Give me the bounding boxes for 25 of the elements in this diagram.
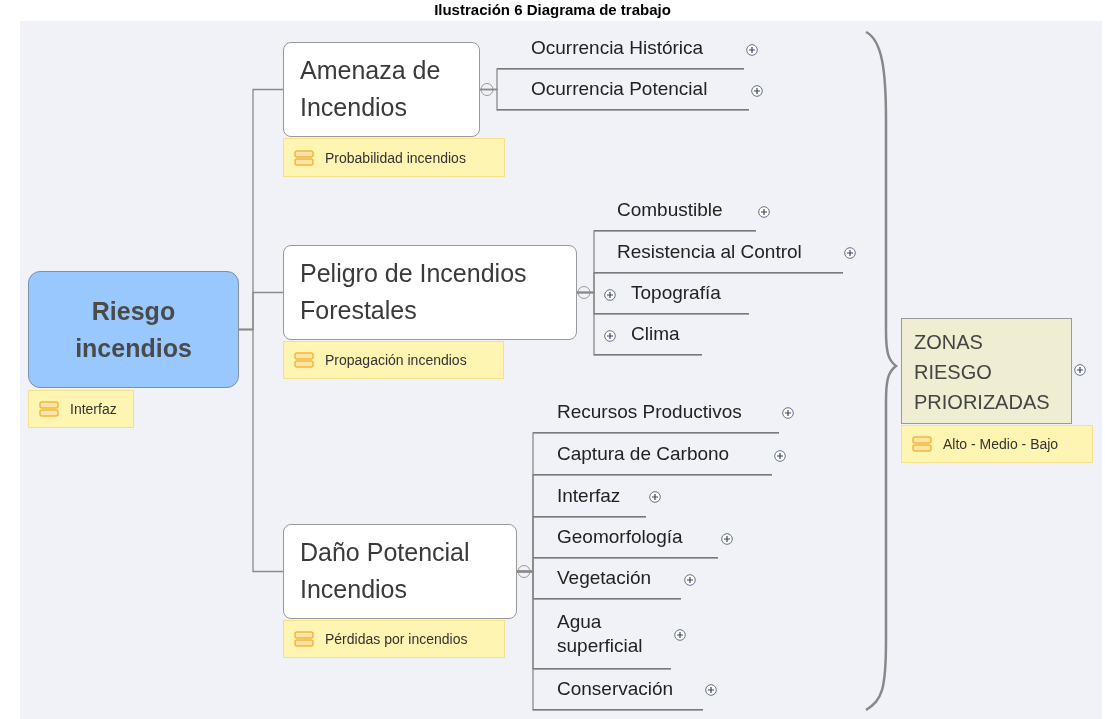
- note-text: Probabilidad incendios: [325, 149, 466, 166]
- subtopic-label: Geomorfología: [533, 517, 718, 558]
- topic-box: Amenaza de Incendios: [283, 42, 480, 137]
- subtopic-label: Ocurrencia Potencial: [497, 69, 749, 110]
- topic-box: Peligro de Incendios Forestales: [283, 245, 577, 340]
- connector-line: [576, 291, 703, 356]
- subtopic-label: Interfaz: [533, 475, 646, 517]
- subtopic-label: Agua superficial: [533, 599, 671, 669]
- connector-line: [238, 291, 284, 331]
- subtopic-label: Recursos Productivos: [533, 392, 779, 433]
- central-topic-box: Riesgo incendios: [28, 271, 239, 388]
- result-box: ZONAS RIESGO PRIORIZADAS: [901, 318, 1072, 424]
- subtopic-label: Combustible: [594, 190, 756, 231]
- note-text: Interfaz: [70, 401, 117, 417]
- subtopic-label: Captura de Carbono: [533, 433, 772, 475]
- subtopic-label: Conservación: [533, 669, 703, 710]
- figure-title: Ilustración 6 Diagrama de trabajo: [433, 1, 672, 19]
- connector-line: [479, 68, 745, 91]
- topic-box: Daño Potencial Incendios: [283, 524, 517, 619]
- note-text: Propagación incendios: [325, 352, 467, 368]
- note-text: Alto - Medio - Bajo: [943, 436, 1059, 452]
- subtopic-label: Resistencia al Control: [594, 231, 843, 273]
- note-text: Pérdidas por incendios: [325, 631, 468, 647]
- subtopic-label: Vegetación: [533, 558, 681, 599]
- subtopic-label: Ocurrencia Histórica: [497, 28, 744, 69]
